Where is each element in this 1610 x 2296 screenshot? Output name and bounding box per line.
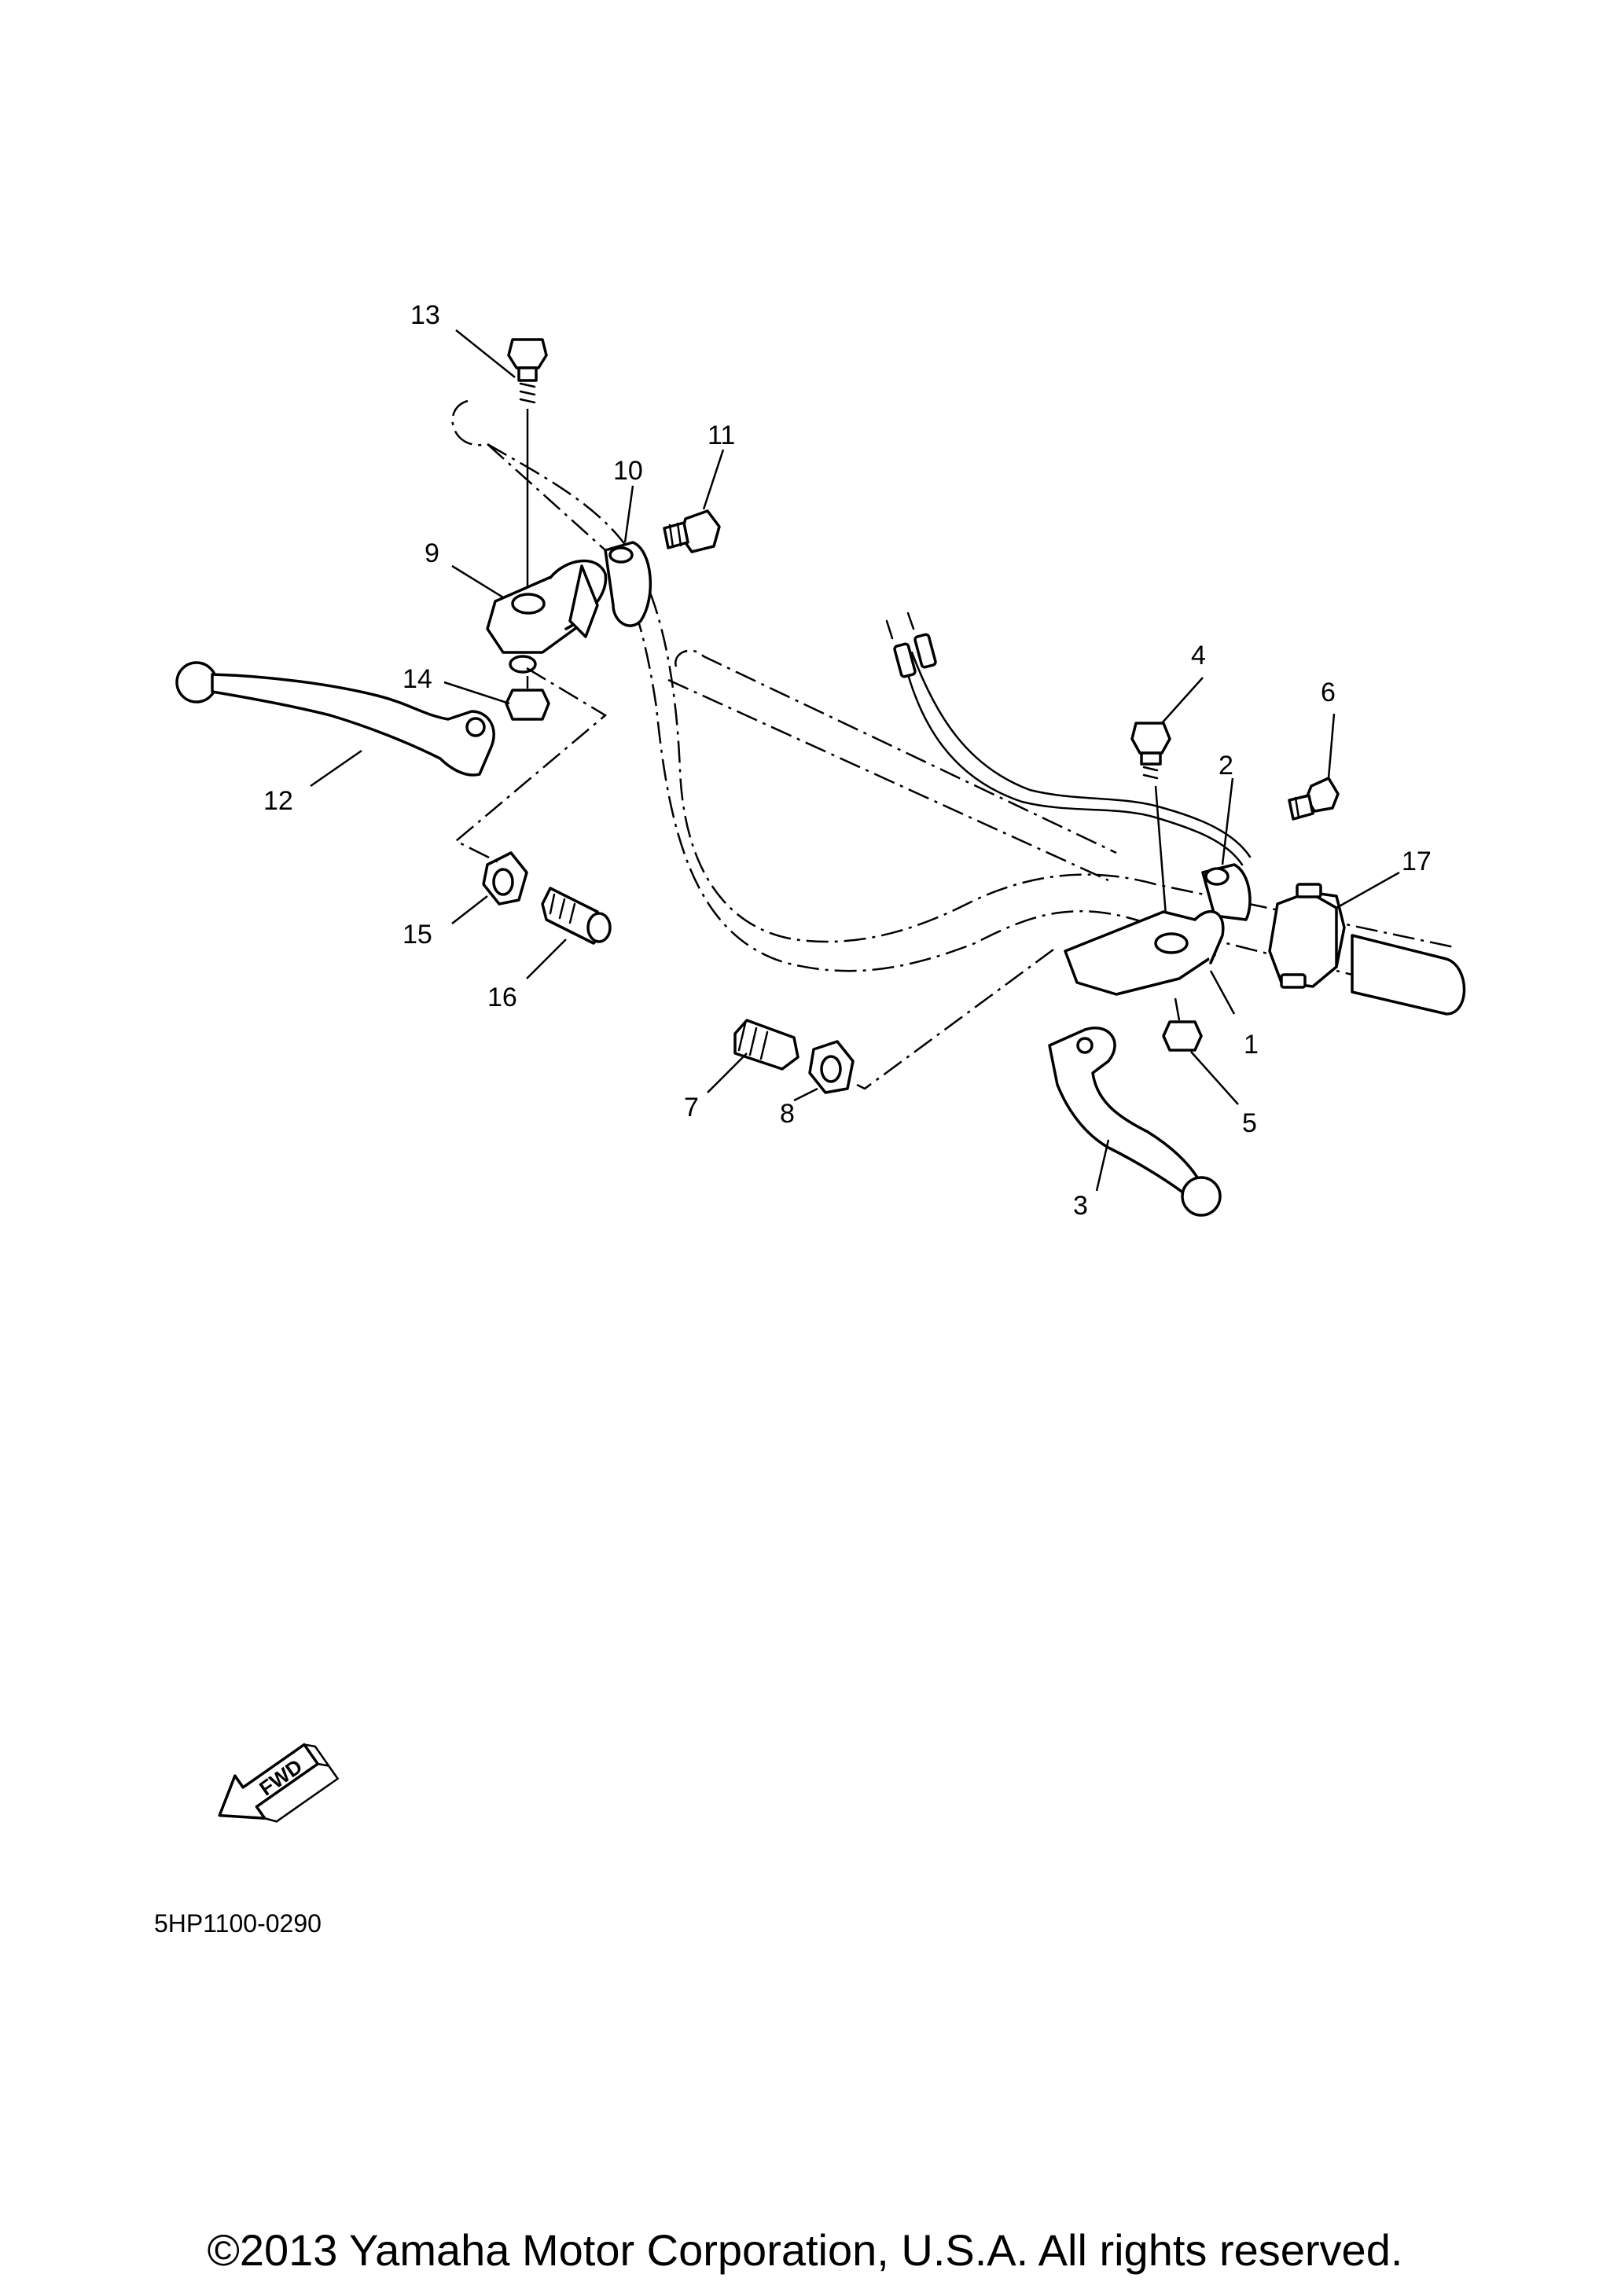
part-11-bolt: [663, 509, 721, 553]
part-7-adjuster: [733, 1019, 799, 1071]
part-14-nut: [505, 676, 550, 721]
part-17-switch: [1268, 883, 1346, 989]
callout-12: 12: [263, 786, 293, 816]
callout-4: 4: [1191, 641, 1206, 670]
callout-5: 5: [1242, 1108, 1257, 1138]
part-16-adjuster: [541, 887, 612, 945]
part-1-lever-holder: [1064, 910, 1225, 996]
callout-13: 13: [410, 300, 440, 330]
callout-10: 10: [613, 456, 643, 486]
part-12-lever: [175, 661, 495, 777]
part-9-lever-holder: [486, 560, 608, 674]
part-5-nut: [1162, 997, 1203, 1052]
part-15-locknut: [482, 851, 528, 906]
diagram-code: 5HP1100-0290: [154, 1909, 322, 1938]
part-10-clamp: [604, 541, 652, 627]
callout-6: 6: [1321, 678, 1336, 707]
part-2-clamp: [1201, 863, 1252, 921]
callout-2: 2: [1219, 751, 1233, 781]
callout-9: 9: [425, 538, 439, 568]
callout-3: 3: [1073, 1191, 1088, 1221]
callout-labels: 13 11 10 9 14 12 15 16 4 6 2 17 1 5 3 7 …: [263, 300, 1432, 1221]
part-6-screw: [1288, 777, 1340, 821]
callout-1: 1: [1244, 1030, 1259, 1060]
callout-15: 15: [402, 920, 432, 950]
callout-16: 16: [487, 983, 517, 1012]
leader-lines: [310, 329, 1400, 1192]
part-13-bolt: [507, 338, 548, 590]
part-8-locknut: [808, 1040, 855, 1094]
part-4-bolt: [1130, 722, 1171, 936]
handlebar: [451, 399, 1466, 1016]
fwd-arrow: FWD: [218, 1743, 340, 1823]
part-3-lever: [1048, 1027, 1222, 1217]
copyright-notice: ©2013 Yamaha Motor Corporation, U.S.A. A…: [208, 2225, 1403, 2275]
switch-wires: [885, 612, 1252, 866]
callout-8: 8: [780, 1099, 795, 1129]
callout-17: 17: [1402, 847, 1432, 876]
callout-11: 11: [708, 421, 735, 450]
callout-14: 14: [402, 664, 432, 694]
callout-7: 7: [684, 1093, 699, 1122]
